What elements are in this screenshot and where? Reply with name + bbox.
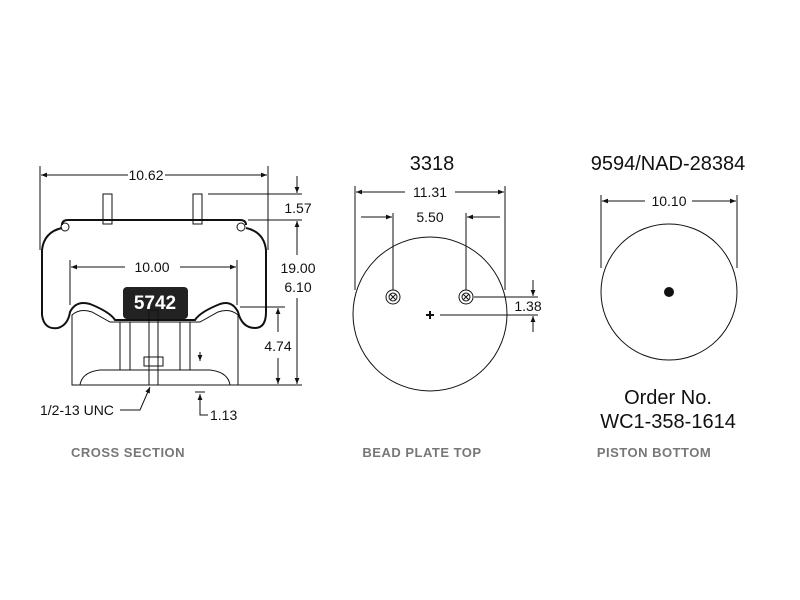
stud-hole-icon	[385, 289, 401, 305]
piston-bottom-view: 9594/NAD-28384 10.10 Order No. WC1-358-1…	[591, 153, 746, 460]
bead-plate-diameter-dim: 11.31	[413, 184, 447, 200]
part-label: 5742	[134, 293, 176, 314]
thread-label: 1/2-13 UNC	[40, 402, 114, 418]
bead-plate-part-number: 3318	[410, 153, 455, 175]
piston-width-dim: 10.00	[134, 259, 169, 275]
stud-spacing-dim: 5.50	[416, 209, 443, 225]
piston-diameter-dim: 10.10	[651, 193, 686, 209]
cross-section-view: 10.62 5742 10.00 1.57 19.00 6.10 4.74	[39, 166, 316, 460]
bead-plate-height-dim: 1.57	[284, 200, 311, 216]
part-label-box	[123, 287, 188, 319]
order-number: WC1-358-1614	[600, 411, 736, 433]
center-hole-icon	[664, 287, 674, 297]
max-height-dim: 19.00	[280, 260, 315, 276]
order-label: Order No.	[624, 387, 712, 409]
piston-caption: PISTON BOTTOM	[597, 445, 711, 460]
center-mark-icon	[426, 311, 434, 319]
cross-section-caption: CROSS SECTION	[71, 445, 185, 460]
piston-part-number: 9594/NAD-28384	[591, 153, 746, 175]
stud-hole-icon	[458, 289, 474, 305]
bottom-offset-dim: 1.13	[210, 407, 237, 423]
piston-height-dim: 4.74	[264, 338, 291, 354]
stud-offset-dim: 1.38	[514, 298, 541, 314]
bead-plate-view: 3318 11.31 5.50 1.38 BEAD PLATE TOP	[352, 153, 542, 460]
overall-width-dim: 10.62	[128, 167, 163, 183]
bead-plate-caption: BEAD PLATE TOP	[362, 445, 481, 460]
min-height-dim: 6.10	[284, 279, 311, 295]
